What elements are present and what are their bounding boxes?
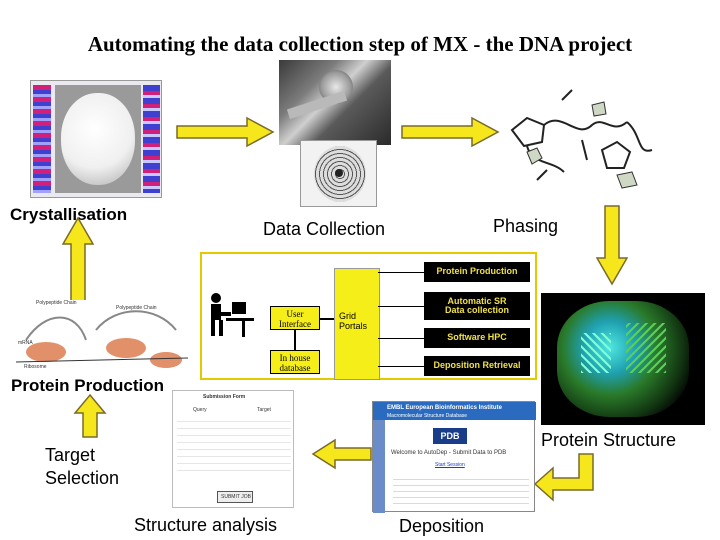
grid-portals-label: Grid Portals [339,311,368,331]
electron-density-image [510,89,653,189]
beamline-photo [279,60,391,145]
arrow-data-to-phasing [401,116,500,148]
deposition-welcome: Welcome to AutoDep - Submit Data to PDB [391,450,507,456]
diffraction-image [300,140,377,207]
crystallisation-image [30,80,162,198]
label-structure-analysis: Structure analysis [134,515,278,535]
target-col-header: Target [257,407,271,413]
arrow-up-to-protein-production [73,393,107,438]
query-submit-button: SUBMIT JOB [217,491,253,503]
deposition-header: EMBL European Bioinformatics Institute [387,405,502,411]
hub-diagram: User Interface In house database Grid Po… [200,252,537,380]
deposition-start-session: Start Session [435,462,465,468]
service-deposition-retrieval: Deposition Retrieval [424,356,530,376]
pathway-polypeptide-left: Polypeptide Chain [36,300,77,306]
label-protein-structure: Protein Structure [541,430,677,450]
pathway-ribosome: Ribosome [24,364,47,370]
right-strip [143,85,160,193]
pathway-mrna: mRNA [18,340,33,346]
service-protein-production: Protein Production [424,262,530,282]
label-deposition: Deposition [399,516,485,536]
user-interface-box: User Interface [270,306,320,330]
pathway-polypeptide-right: Polypeptide Chain [116,305,157,311]
protein-pathway-image: Polypeptide Chain Polypeptide Chain Ribo… [16,300,188,372]
service-software-hpc: Software HPC [424,328,530,348]
deposition-screenshot: EMBL European Bioinformatics Institute M… [372,401,536,513]
query-form-title: Submission Form [203,394,246,400]
query-col-header: Query [193,407,207,413]
crystal-drop [55,85,141,193]
in-house-database-box: In house database [270,350,320,374]
left-strip [33,85,51,193]
pdb-logo: PDB [433,428,467,444]
deposition-subheader: Macromolecular Structure Database [387,413,468,419]
label-phasing: Phasing [493,216,559,236]
arrow-structure-to-deposition [533,453,594,502]
arrow-deposition-to-analysis [311,438,372,470]
user-icon [211,293,254,337]
arrow-crystal-to-data [176,116,275,148]
label-crystallisation: Crystallisation [10,205,128,224]
label-target-selection: Target Selection [45,445,120,488]
page-title: Automating the data collection step of M… [87,32,633,56]
label-data-collection: Data Collection [263,219,386,239]
arrow-phasing-down [595,205,629,286]
arrow-up-to-crystallisation [61,216,95,303]
query-form-image: Submission Form Query Target SUBMIT JOB [172,390,294,508]
protein-structure-image [541,293,705,425]
grid-portals: Grid Portals [334,268,380,380]
service-automatic-sr: Automatic SR Data collection [424,292,530,320]
label-protein-production: Protein Production [11,376,164,395]
